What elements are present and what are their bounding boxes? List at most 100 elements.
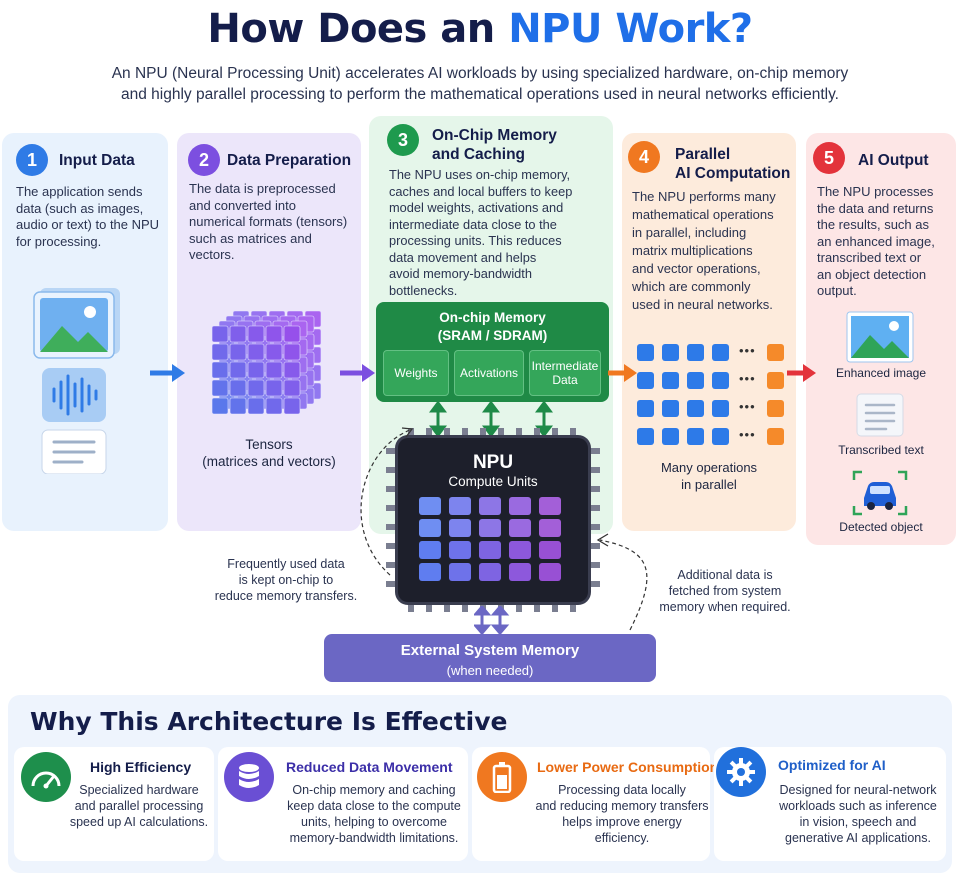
step-2-desc: The data is preprocessed and converted i… — [189, 181, 359, 264]
npu-subtitle: Compute Units — [448, 474, 538, 489]
subtitle-line: An NPU (Neural Processing Unit) accelera… — [111, 65, 849, 82]
desc-line: audio or text) to the NPU — [16, 217, 160, 232]
operation-unit — [687, 372, 704, 389]
desc-line: the data and returns — [817, 200, 934, 216]
chip-pins-icon — [386, 428, 600, 612]
arrow-right-icon — [150, 364, 185, 382]
detected-object-icon — [852, 470, 908, 516]
arrow-right-icon — [340, 364, 375, 382]
gauge-icon — [21, 752, 71, 802]
step-4-desc: The NPU performs many mathematical opera… — [632, 188, 796, 314]
compute-unit-cell — [449, 541, 471, 559]
step-5-desc: The NPU processes the data and returns t… — [817, 184, 955, 300]
desc-line: The NPU processes — [817, 184, 934, 199]
card-desc: Processing data locally and reducing mem… — [532, 782, 712, 846]
enhanced-image-icon — [846, 311, 914, 363]
desc-line: The NPU performs many — [632, 189, 776, 204]
ellipsis-icon: ••• — [739, 427, 756, 442]
ellipsis-icon: ••• — [739, 371, 756, 386]
card-desc: Designed for neural-network workloads su… — [770, 782, 946, 846]
caption-line: in parallel — [681, 477, 737, 492]
operation-unit — [687, 428, 704, 445]
compute-unit-cell — [539, 541, 561, 559]
why-title: Why This Architecture Is Effective — [30, 707, 508, 736]
database-icon — [224, 752, 274, 802]
operation-unit — [767, 428, 784, 445]
note-line: is kept on-chip to — [238, 573, 334, 587]
step-1-desc: The application sends data (such as imag… — [16, 184, 164, 250]
operation-unit — [637, 372, 654, 389]
compute-unit-cell — [539, 519, 561, 537]
bidirectional-arrows-icon — [474, 606, 510, 634]
dashed-flow-arrows — [360, 427, 648, 631]
compute-unit-cell — [539, 563, 561, 581]
title-line: AI Computation — [675, 165, 791, 182]
operation-unit — [687, 400, 704, 417]
step-3-desc: The NPU uses on-chip memory, caches and … — [389, 167, 611, 299]
desc-line: workloads such as inference — [779, 799, 937, 813]
desc-line: which are commonly — [632, 279, 751, 294]
on-chip-memory-title: On-chip Memory (SRAM / SDRAM) — [376, 309, 609, 345]
title-line: Parallel — [675, 146, 731, 163]
compute-unit-cell — [509, 519, 531, 537]
desc-line: speed up AI calculations. — [69, 815, 209, 829]
compute-unit-cell — [419, 541, 441, 559]
note-line: reduce memory transfers. — [214, 589, 358, 603]
desc-line: output. — [817, 283, 857, 298]
subtitle-line: and highly parallel processing to perfor… — [121, 86, 839, 103]
ellipsis-icon: ••• — [739, 343, 756, 358]
arrow-right-icon — [608, 364, 637, 382]
desc-line: On-chip memory and caching — [292, 783, 456, 797]
compute-unit-cell — [419, 563, 441, 581]
desc-line: processing units. This reduces — [389, 233, 562, 248]
desc-line: caches and local buffers to keep — [389, 183, 573, 199]
note-line: memory when required. — [659, 600, 791, 614]
title-line: On-Chip Memory — [432, 127, 557, 144]
desc-line: The data is preprocessed — [189, 181, 336, 196]
desc-line: memory-bandwidth limitations. — [289, 831, 459, 845]
activations-box: Activations — [454, 350, 524, 396]
operation-unit — [712, 400, 729, 417]
output-label: Transcribed text — [838, 443, 924, 457]
step-1-badge: 1 — [16, 144, 48, 176]
title-text: How Does an — [207, 6, 509, 52]
desc-line: for processing. — [16, 233, 102, 249]
desc-line: keep data close to the compute — [287, 799, 461, 813]
audio-icon — [42, 368, 106, 422]
compute-unit-cell — [449, 563, 471, 581]
compute-unit-cell — [449, 519, 471, 537]
desc-line: transcribed text or — [817, 250, 922, 265]
desc-line: and converted into — [189, 197, 296, 213]
npu-title: NPU — [472, 452, 514, 473]
desc-line: bottlenecks. — [389, 282, 458, 298]
text-document-icon — [41, 429, 107, 474]
card-title: Optimized for AI — [778, 757, 886, 773]
compute-unit-cell — [479, 497, 501, 515]
caption-line: Tensors — [245, 437, 293, 452]
weights-box: Weights — [383, 350, 449, 396]
desc-line: The NPU uses on-chip memory, — [389, 167, 571, 182]
title-highlight: NPU Work? — [508, 6, 753, 52]
desc-line: data movement and helps — [389, 249, 537, 265]
desc-line: The application sends — [16, 184, 143, 199]
desc-line: and reducing memory transfers — [535, 799, 709, 813]
desc-line: used in neural networks. — [632, 297, 773, 312]
step-5-title: AI Output — [858, 152, 929, 169]
operation-unit — [767, 344, 784, 361]
tensor-cube-icon — [211, 310, 322, 415]
compute-unit-cell — [479, 563, 501, 581]
desc-line: data (such as images, — [16, 200, 144, 216]
desc-line: vectors. — [189, 247, 235, 262]
step-5-badge: 5 — [813, 142, 845, 174]
note-system-memory: Additional data is fetched from system m… — [640, 567, 810, 615]
desc-line: generative AI applications. — [785, 831, 931, 845]
compute-unit-cell — [539, 497, 561, 515]
bidirectional-arrows-icon — [429, 402, 553, 436]
compute-unit-cell — [479, 519, 501, 537]
desc-line: Processing data locally — [558, 783, 686, 797]
parallel-caption: Many operations in parallel — [622, 459, 796, 493]
gear-icon — [716, 747, 766, 797]
card-desc: Specialized hardware and parallel proces… — [64, 782, 214, 830]
operation-unit — [767, 400, 784, 417]
note-line: fetched from system — [668, 584, 782, 598]
